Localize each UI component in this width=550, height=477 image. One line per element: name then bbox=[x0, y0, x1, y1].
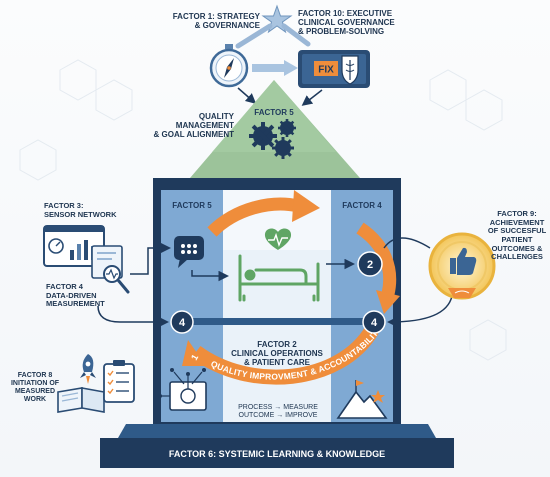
cycle-right-arrow bbox=[356, 222, 397, 296]
mountain-flag-icon bbox=[336, 380, 388, 419]
factor1-label: FACTOR 1: STRATEGY & GOVERNANCE bbox=[172, 12, 260, 31]
process-label: PROCESS → MEASURE OUTCOME → IMPROVE bbox=[238, 404, 318, 420]
book-icon bbox=[57, 387, 105, 413]
cycle-bottom-arrow bbox=[191, 325, 379, 385]
star-to-compass-arrow bbox=[235, 23, 273, 49]
star-to-fix-arrow bbox=[281, 23, 311, 47]
left-column-title: FACTOR 5 bbox=[172, 201, 212, 210]
right-column-title: FACTOR 4 bbox=[342, 201, 382, 210]
compass-to-roof-arrow bbox=[237, 87, 257, 104]
fix-to-roof-arrow bbox=[301, 89, 323, 106]
heart-monitor-icon bbox=[264, 228, 292, 250]
chat-to-bed-arrow bbox=[191, 270, 229, 282]
quality-label: QUALITY MANAGEMENT & GOAL ALIGNMENT bbox=[153, 112, 234, 140]
gears-icon bbox=[249, 119, 296, 159]
award-to-badge-arrow bbox=[387, 295, 453, 328]
cycle-number: 1 bbox=[189, 353, 200, 362]
factor2-label: FACTOR 2 CLINICAL OPERATIONS & PATIENT C… bbox=[231, 340, 323, 368]
badge-upper-right bbox=[357, 251, 383, 277]
badge-right bbox=[362, 310, 386, 334]
badge-right-number: 4 bbox=[371, 317, 378, 329]
factor8-label: FACTOR 8 INITIATION OF MEASURED WORK bbox=[10, 372, 60, 404]
base-step-lower bbox=[100, 438, 454, 468]
magnifier-document-icon bbox=[91, 245, 130, 294]
fix-tablet-icon bbox=[298, 50, 370, 88]
shield-caduceus-icon bbox=[341, 55, 359, 85]
fix-label: FIX bbox=[318, 65, 334, 76]
factor10-label: FACTOR 10: EXECUTIVE CLINICAL GOVERNANCE… bbox=[298, 9, 395, 37]
circuit-brain-icon bbox=[158, 368, 207, 411]
factor3-label: FACTOR 3: SENSOR NETWORK bbox=[44, 201, 117, 219]
background-hex-pattern bbox=[19, 59, 507, 361]
award-thumbs-up-icon bbox=[428, 232, 496, 300]
hospital-bed-icon bbox=[238, 254, 320, 302]
connector-bar bbox=[180, 318, 376, 325]
checklist-icon bbox=[103, 360, 135, 403]
cycle-top-arrow bbox=[207, 197, 300, 237]
base-title: FACTOR 6: SYSTEMIC LEARNING & KNOWLEDGE bbox=[168, 449, 386, 459]
rocket-icon bbox=[80, 354, 96, 384]
compass-icon bbox=[209, 44, 249, 88]
data-to-badge-arrow bbox=[97, 305, 169, 328]
badge-to-award-arrow bbox=[383, 237, 431, 249]
badge-left-number: 4 bbox=[179, 317, 186, 329]
chat-bubble-icon bbox=[174, 236, 204, 268]
sensor-to-chat-arrow bbox=[130, 242, 171, 275]
badge-left bbox=[170, 310, 194, 334]
base-step-upper bbox=[118, 424, 436, 438]
roof-title: FACTOR 5 bbox=[254, 108, 294, 117]
badge-upper-right-number: 2 bbox=[367, 259, 373, 271]
factor4-left-label: FACTOR 4 DATA-DRIVEN MEASUREMENT bbox=[46, 282, 105, 309]
star-icon bbox=[261, 4, 293, 34]
factor9-label: FACTOR 9: ACHIEVEMENT OF SUCCESFUL PATIE… bbox=[487, 209, 547, 262]
sensor-dashboard-icon bbox=[43, 225, 105, 267]
